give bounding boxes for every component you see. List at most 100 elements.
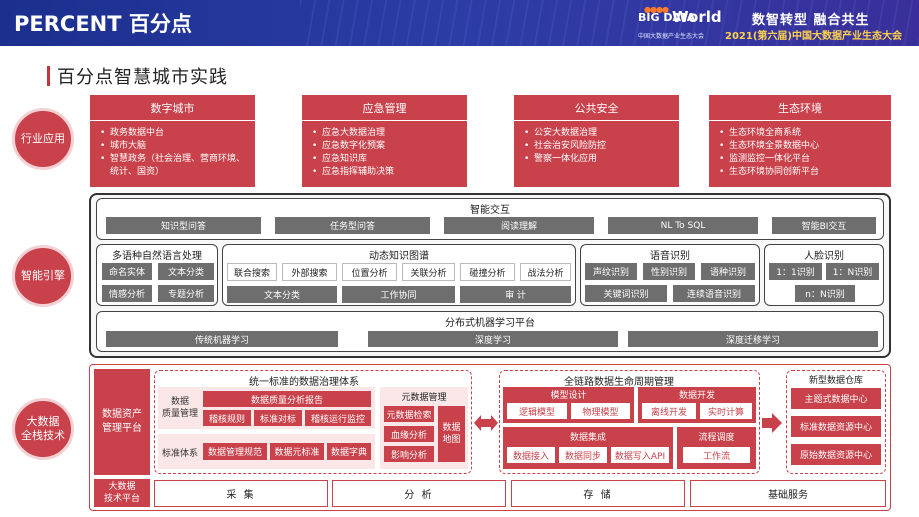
quality-item: 稽核规则 — [203, 410, 251, 426]
engine-item: n：N识别 — [795, 285, 855, 302]
lifecycle-item: 数据接入 — [507, 447, 555, 463]
warehouse-item: 标准数据资源中心 — [791, 416, 881, 437]
list-item: 应急知识库 — [312, 153, 459, 166]
standard-item: 数据管理规范 — [203, 443, 267, 460]
warehouse-title: 新型数据仓库 — [808, 376, 863, 386]
page-title: 百分点智慧城市实践 — [57, 67, 228, 88]
interaction-title: 智能交互 — [470, 205, 510, 216]
engine-item: 语种识别 — [701, 263, 755, 280]
engine-item: 声纹识别 — [585, 263, 637, 280]
lifecycle-item: 工作流 — [683, 447, 750, 463]
title-accent-bar — [47, 66, 50, 86]
governance-title: 统一标准的数据治理体系 — [249, 377, 359, 388]
engine-item: 工作协同 — [342, 286, 455, 303]
engine-item: 外部搜索 — [282, 263, 337, 281]
lifecycle-item: 逻辑模型 — [507, 403, 567, 419]
list-item: 公安大数据治理 — [524, 127, 671, 140]
percent-logo: PERCENT 百分点 — [14, 12, 192, 36]
app-card-digital-city: 政务数据中台 城市大脑 智慧政务（社会治理、营商环境、统计、国资） — [90, 121, 255, 187]
app-card-emergency: 应急大数据治理 应急数字化预案 应急知识库 应急指挥辅助决策 — [302, 121, 467, 187]
quality-report: 数据质量分析报告 — [203, 391, 371, 407]
lifecycle-item: 数据同步 — [559, 447, 607, 463]
double-arrow-icon — [474, 411, 498, 435]
standard-label: 标准体系 — [161, 449, 198, 459]
base-item: 采 集 — [154, 480, 328, 507]
standard-item: 数据元标准 — [270, 443, 324, 460]
engine-item: 情感分析 — [102, 285, 152, 302]
engine-item: 文本分类 — [227, 286, 337, 303]
warehouse-item: 原始数据资源中心 — [791, 444, 881, 465]
bigdata-world-logo: ●●●● BIG DATA World 中国大数据产业生态大会 — [638, 5, 722, 40]
ml-title: 分布式机器学习平台 — [445, 318, 535, 329]
base-item: 基础服务 — [690, 480, 886, 507]
engine-item: NL To SQL — [608, 217, 758, 234]
engine-item: 任务型问答 — [275, 217, 430, 234]
row-label-bigdata: 大数据 全栈技术 — [12, 398, 74, 460]
quality-item: 标准对标 — [254, 410, 302, 426]
metadata-title: 元数据管理 — [401, 393, 447, 403]
engine-item: 知识型问答 — [106, 217, 261, 234]
right-arrow-icon — [762, 411, 782, 435]
nlp-title: 多语种自然语言处理 — [112, 251, 202, 262]
data-dev-title: 数据开发 — [678, 391, 715, 401]
schedule-title: 流程调度 — [698, 433, 735, 443]
engine-item: 深度迁移学习 — [628, 331, 878, 347]
engine-item: 智能BI交互 — [772, 217, 876, 234]
engine-item: 1：1识别 — [769, 263, 822, 280]
engine-item: 阅读理解 — [444, 217, 594, 234]
lifecycle-title: 全链路数据生命周期管理 — [564, 377, 674, 388]
quality-label: 数据 质量管理 — [161, 397, 198, 419]
metadata-item: 元数据检索 — [384, 406, 434, 422]
base-item: 存 储 — [511, 480, 685, 507]
list-item: 智慧政务（社会治理、营商环境、统计、国资） — [100, 153, 247, 179]
engine-item: 传统机器学习 — [106, 331, 338, 347]
list-item: 警察一体化应用 — [524, 153, 671, 166]
lifecycle-item: 离线开发 — [642, 403, 696, 419]
engine-item: 位置分析 — [342, 263, 397, 281]
slogan: 数智转型 融合共生 — [752, 13, 870, 28]
app-card-public-safety: 公安大数据治理 社会治安风险防控 警察一体化应用 — [514, 121, 679, 187]
conference-name: 2021(第六届)中国大数据产业生态大会 — [725, 31, 902, 42]
list-item: 监测监控一体化平台 — [719, 153, 883, 166]
quality-item: 稽核运行监控 — [305, 410, 371, 426]
kg-title: 动态知识图谱 — [369, 251, 429, 262]
row-label-engine: 智能引擎 — [12, 245, 74, 307]
engine-item: 深度学习 — [368, 331, 618, 347]
asset-platform-label: 数据资产 管理平台 — [94, 369, 150, 475]
app-title-public-safety: 公共安全 — [514, 95, 679, 120]
list-item: 应急数字化预案 — [312, 140, 459, 153]
engine-item: 连续语音识别 — [673, 285, 755, 302]
app-title-ecology: 生态环境 — [709, 95, 891, 120]
warehouse-item: 主题式数据中心 — [791, 388, 881, 409]
list-item: 生态环境协同创新平台 — [719, 166, 883, 179]
engine-item: 命名实体 — [102, 263, 152, 280]
list-item: 应急指挥辅助决策 — [312, 166, 459, 179]
app-card-ecology: 生态环境全商系统 生态环境全景数据中心 监测监控一体化平台 生态环境协同创新平台 — [709, 121, 891, 187]
lifecycle-item: 实时计算 — [700, 403, 752, 419]
list-item: 应急大数据治理 — [312, 127, 459, 140]
data-map: 数据 地图 — [438, 406, 465, 462]
speech-title: 语音识别 — [650, 251, 690, 262]
list-item: 生态环境全景数据中心 — [719, 140, 883, 153]
list-item: 社会治安风险防控 — [524, 140, 671, 153]
lifecycle-item: 物理模型 — [571, 403, 630, 419]
lifecycle-item: 数据写入API — [611, 447, 669, 463]
engine-item: 关键词识别 — [585, 285, 667, 302]
app-title-emergency: 应急管理 — [302, 95, 467, 120]
engine-item: 性别识别 — [643, 263, 695, 280]
engine-item: 联合搜索 — [227, 263, 277, 281]
dots-icon: ●●●● — [644, 5, 669, 14]
metadata-item: 血缘分析 — [384, 426, 434, 442]
list-item: 生态环境全商系统 — [719, 127, 883, 140]
engine-item: 1：N识别 — [826, 263, 879, 280]
model-design-title: 模型设计 — [550, 391, 587, 401]
base-item: 分 析 — [332, 480, 506, 507]
list-item: 城市大脑 — [100, 140, 247, 153]
engine-item: 专题分析 — [158, 285, 214, 302]
data-integration-title: 数据集成 — [569, 433, 606, 443]
standard-item: 数据字典 — [327, 443, 371, 460]
tech-platform-label: 大数据 技术平台 — [94, 479, 150, 507]
row-label-apps: 行业应用 — [12, 108, 74, 170]
face-title: 人脸识别 — [804, 251, 844, 262]
engine-item: 战法分析 — [520, 263, 571, 281]
